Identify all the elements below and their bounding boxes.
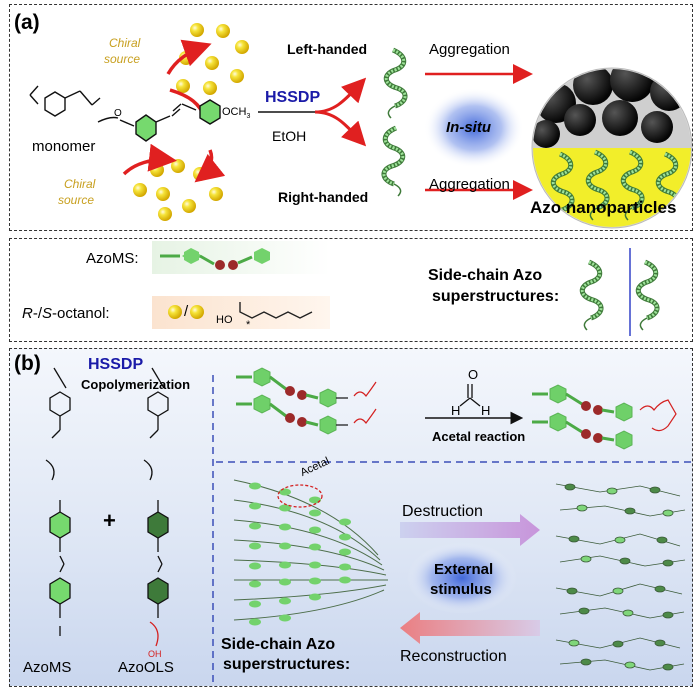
chiral-source-bottom-line1: Chiral (64, 177, 96, 191)
chiral-arrow-top (166, 39, 212, 75)
chiral-source-top-line1: Chiral (109, 36, 141, 50)
in-situ-glow (424, 88, 524, 168)
panel-b-bg (9, 348, 693, 686)
panel-b-label: (b) (14, 352, 41, 375)
azoms-monomer-vertical (45, 367, 71, 636)
formaldehyde-h-right: H (481, 403, 491, 418)
in-situ-label: In-situ (446, 119, 491, 136)
monomer-structure (29, 85, 221, 142)
split-arrow-down (314, 110, 367, 147)
aggregation-top-label: Aggregation (429, 41, 510, 58)
chiral-arrow-bottom (122, 143, 177, 176)
right-handed-label: Right-handed (278, 189, 369, 205)
hssdp-label-a: HSSDP (265, 89, 321, 106)
left-handed-label: Left-handed (287, 41, 368, 57)
copolymerization-label: Copolymerization (81, 377, 191, 392)
reconstruction-label: Reconstruction (400, 648, 507, 665)
hssdp-label-b: HSSDP (88, 356, 144, 373)
aggregation-bottom-label: Aggregation (429, 176, 510, 193)
chiral-source-bottom-line2: source (58, 193, 95, 207)
acetal-right-chains (532, 384, 677, 450)
acetal-highlight (277, 484, 323, 508)
legend-frame (9, 238, 693, 342)
azools-label-b: AzoOLS (118, 659, 174, 676)
formaldehyde-o: O (468, 367, 479, 382)
monomer-o-atom: O (114, 108, 122, 119)
stimulus-label: stimulus (430, 581, 492, 598)
panel-b-frame (9, 348, 693, 687)
plus-sign: + (103, 508, 116, 533)
legend-slash: / (184, 303, 189, 320)
och3-label: OCH3 (222, 106, 251, 121)
destruction-arrow (400, 514, 540, 546)
legend-side-chain-line2: superstructures: (432, 288, 560, 305)
superstructures-line1-b: Side-chain Azo (221, 636, 336, 653)
formaldehyde-h-left: H (451, 403, 461, 418)
chiral-source-top-line2: source (104, 52, 141, 66)
superstructures-line2-b: superstructures: (223, 656, 351, 673)
panel-a-frame (9, 4, 693, 231)
panel-a-label: (a) (14, 11, 40, 34)
etoh-label: EtOH (272, 128, 307, 144)
formaldehyde (459, 384, 481, 407)
acetal-reaction-label: Acetal reaction (432, 429, 526, 444)
octanol-chain (239, 302, 313, 319)
legend-ho: HO (216, 314, 233, 326)
reconstruction-arrow (400, 612, 540, 644)
azoms-bar (152, 241, 330, 274)
azools-oh: OH (148, 649, 162, 659)
r-octanol-ball (168, 305, 182, 319)
azoms-structure (160, 248, 270, 270)
external-label: External (434, 561, 494, 578)
azools-monomer-vertical (143, 367, 169, 647)
chiral-arrow-bottom-2 (194, 149, 226, 183)
acetal-left-chains (236, 367, 377, 435)
azo-nanoparticles-label: Azo nanoparticles (530, 198, 677, 217)
s-octanol-ball (190, 305, 204, 319)
destruction-label: Destruction (402, 503, 483, 520)
azoms-label-b: AzoMS (23, 659, 72, 676)
legend-octanol-label: R-/S-octanol: (22, 305, 110, 322)
disordered-chains (555, 483, 686, 671)
legend-side-chain-line1: Side-chain Azo (428, 267, 543, 284)
superstructure-ellipses (249, 482, 351, 626)
monomer-label: monomer (32, 138, 96, 155)
legend-azoms-label: AzoMS: (86, 250, 139, 267)
legend-chiral-star: * (246, 319, 251, 331)
external-stimulus-glow (407, 542, 517, 614)
